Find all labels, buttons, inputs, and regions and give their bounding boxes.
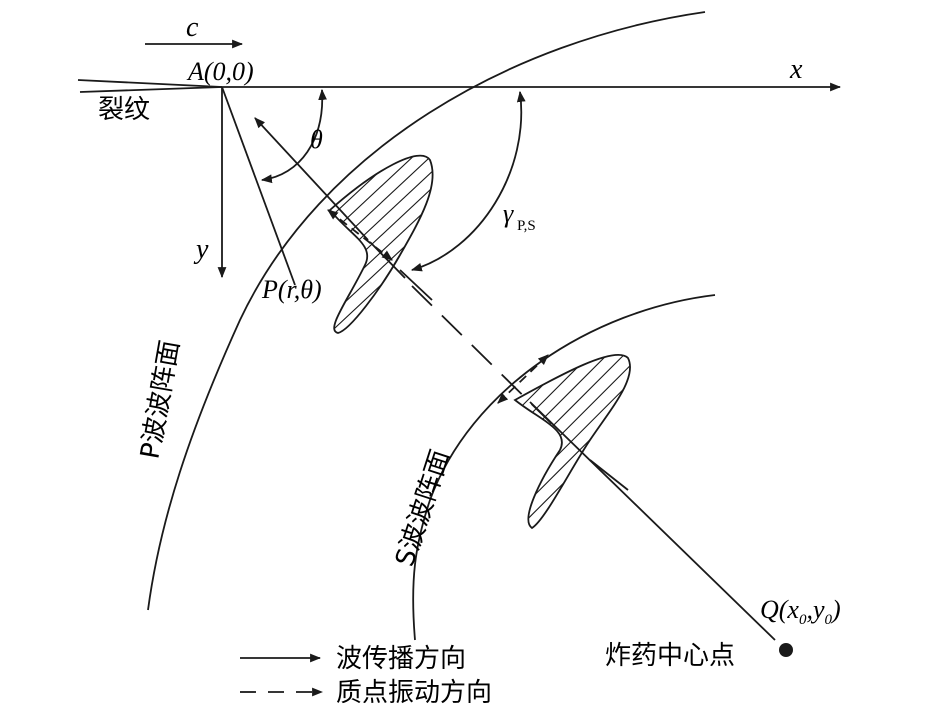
s-wavefront-curve [412, 294, 716, 641]
p-wavefront-curve [147, 11, 706, 611]
hatch-line [515, 354, 613, 493]
hatch-line [520, 400, 631, 528]
hatch-line [515, 354, 631, 528]
p-pulse-tail [399, 269, 433, 301]
hatch-line [515, 354, 631, 528]
crack-upper-line [77, 79, 223, 88]
origin-label: A(0,0) [186, 57, 254, 86]
y-axis-label: y [193, 234, 209, 265]
hatch-line [515, 354, 631, 528]
hatch-line [515, 354, 604, 484]
hatch-line [330, 215, 433, 333]
legend-dashed-label: 质点振动方向 [336, 678, 492, 708]
p-pulse-outline [328, 154, 434, 334]
propagation-ray-lower [529, 401, 776, 641]
hatch-line [330, 155, 411, 285]
gamma-arc [410, 90, 526, 272]
p-pulse-hatching [330, 155, 433, 333]
legend-solid-label: 波传播方向 [336, 644, 466, 674]
crack-speed-label: c [186, 12, 199, 43]
crack-label: 裂纹 [98, 95, 150, 125]
theta-label: θ [310, 125, 323, 154]
hatch-line [515, 354, 631, 528]
s-vibration-arrow [497, 354, 549, 404]
s-pulse-tail [589, 459, 629, 491]
hatch-line [330, 155, 428, 303]
explosive-center-label: 炸药中心点 [605, 641, 735, 671]
hatch-line [515, 392, 631, 528]
hatch-line [330, 224, 433, 333]
hatch-line [515, 383, 631, 528]
hatch-line [336, 233, 433, 333]
hatch-line [515, 366, 631, 528]
p-wavefront-label: P波波阵面 [135, 338, 185, 461]
x-axis-label: x [789, 54, 803, 85]
hatch-line [515, 358, 631, 528]
gamma-label: γ [503, 199, 514, 228]
hatch-line [330, 155, 433, 333]
hatch-line [330, 155, 403, 276]
gamma-subscript: P,S [517, 218, 536, 234]
hatch-line [330, 189, 433, 333]
radius-line [221, 86, 296, 286]
s-wavefront-label: S波波阵面 [390, 446, 456, 570]
hatch-line [515, 354, 631, 518]
source-point-marker [779, 643, 793, 657]
hatch-line [330, 206, 433, 333]
hatch-line [330, 171, 433, 333]
theta-arc [260, 88, 327, 184]
crack-lower-line [79, 86, 223, 93]
point-p-label: P(r,θ) [261, 275, 322, 304]
hatch-line [330, 163, 433, 333]
hatch-line [515, 354, 631, 528]
s-pulse-outline [513, 353, 631, 530]
source-point-label: Q(x0,y0) [760, 595, 841, 628]
